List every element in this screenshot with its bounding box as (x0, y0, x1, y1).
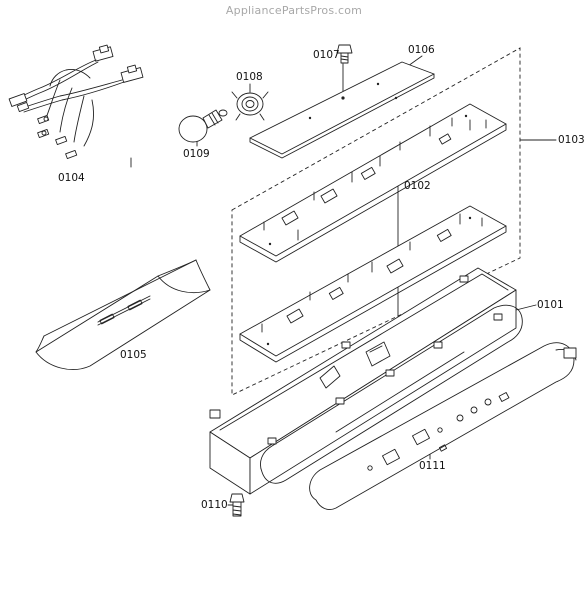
circuit-board-lower (239, 205, 507, 363)
watermark: AppliancePartsPros.com (225, 4, 363, 17)
cover-plate-0106 (249, 61, 435, 159)
assembly-0103-outline (231, 47, 521, 396)
screw-0110 (229, 493, 245, 517)
wiring-harness-0104 (8, 44, 144, 159)
callout-0106: 0106 (408, 44, 435, 56)
screw-0107 (336, 44, 353, 64)
light-bulb-0109 (178, 109, 228, 143)
front-panel-0111 (309, 342, 577, 511)
housing-0101 (209, 267, 523, 495)
callout-0104: 0104 (58, 172, 85, 184)
callout-0111: 0111 (419, 460, 446, 472)
callout-0109: 0109 (183, 148, 210, 160)
callout-0108: 0108 (236, 71, 263, 83)
circuit-board-0102 (239, 103, 507, 263)
callout-0103: 0103 (558, 134, 585, 146)
callout-0107: 0107 (313, 49, 340, 61)
lamp-socket-0108 (231, 91, 269, 121)
callout-0102: 0102 (404, 180, 431, 192)
callout-0110: 0110 (201, 499, 228, 511)
curved-trough-0105 (35, 259, 211, 370)
callout-0101: 0101 (537, 299, 564, 311)
callout-0105: 0105 (120, 349, 147, 361)
